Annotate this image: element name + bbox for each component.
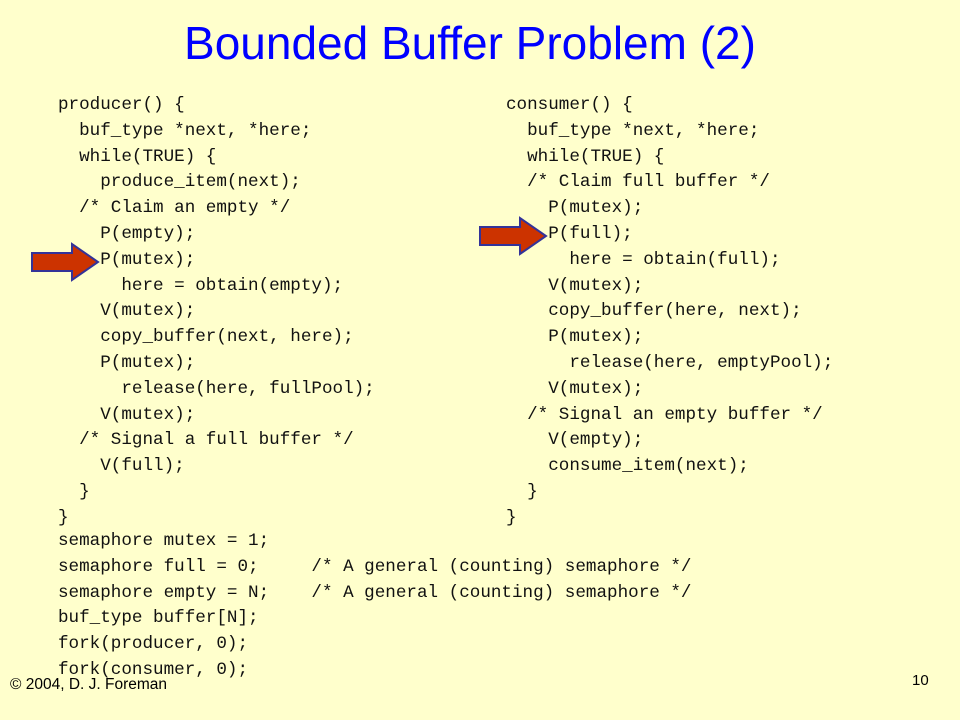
consumer-code-line: copy_buffer(here, next); [506, 301, 802, 322]
producer-code-line: P(empty); [58, 223, 196, 244]
consumer-code-line: release(here, emptyPool); [506, 352, 834, 373]
global-code-line: buf_type buffer[N]; [58, 608, 259, 629]
producer-code-line: here = obtain(empty); [58, 275, 344, 296]
producer-code-line: P(mutex); [58, 249, 196, 270]
consumer-code-line: V(empty); [506, 430, 644, 451]
consumer-code-line: P(mutex); [506, 198, 644, 219]
right-arrow-icon [31, 242, 100, 282]
global-code-line: fork(producer, 0); [58, 634, 249, 655]
producer-code-line: while(TRUE) { [58, 146, 217, 167]
global-code-line: semaphore full = 0; /* A general (counti… [58, 556, 692, 577]
global-code-line: semaphore mutex = 1; [58, 531, 270, 551]
copyright-notice: © 2004, D. J. Foreman [10, 676, 168, 693]
consumer-code-line: consume_item(next); [506, 456, 749, 477]
slide-title: Bounded Buffer Problem (2) [184, 17, 756, 69]
producer-code-line: buf_type *next, *here; [58, 120, 312, 141]
consumer-code-block: consumer() { buf_type *next, *here; whil… [506, 93, 833, 532]
consumer-code-line: here = obtain(full); [506, 249, 781, 270]
page-number: 10 [912, 672, 929, 689]
consumer-code-line: } [506, 507, 517, 528]
producer-code-line: } [58, 481, 90, 502]
consumer-code-line: while(TRUE) { [506, 146, 665, 167]
consumer-code-line: P(full); [506, 223, 633, 244]
consumer-code-line: V(mutex); [506, 275, 644, 296]
consumer-code-line: V(mutex); [506, 378, 644, 399]
producer-code-line: /* Signal a full buffer */ [58, 430, 354, 451]
consumer-code-line: /* Signal an empty buffer */ [506, 404, 823, 425]
producer-code-line: V(full); [58, 456, 185, 477]
producer-code-line: produce_item(next); [58, 172, 301, 193]
global-declarations-block: semaphore mutex = 1; semaphore full = 0; … [58, 529, 691, 684]
producer-code-block: producer() { buf_type *next, *here; whil… [58, 93, 375, 532]
producer-code-line: V(mutex); [58, 404, 196, 425]
consumer-code-line: consumer() { [506, 95, 633, 115]
consumer-code-line: } [506, 481, 538, 502]
producer-code-line: copy_buffer(next, here); [58, 327, 354, 348]
right-arrow-icon [479, 216, 548, 256]
consumer-code-line: buf_type *next, *here; [506, 120, 760, 141]
producer-code-line: release(here, fullPool); [58, 378, 375, 399]
consumer-code-line: P(mutex); [506, 327, 644, 348]
consumer-code-line: /* Claim full buffer */ [506, 172, 770, 193]
producer-code-line: producer() { [58, 95, 185, 115]
global-code-line: fork(consumer, 0); [58, 659, 249, 680]
producer-code-line: /* Claim an empty */ [58, 198, 291, 219]
global-code-line: semaphore empty = N; /* A general (count… [58, 582, 692, 603]
producer-code-line: P(mutex); [58, 352, 196, 373]
producer-code-line: V(mutex); [58, 301, 196, 322]
producer-code-line: } [58, 507, 69, 528]
